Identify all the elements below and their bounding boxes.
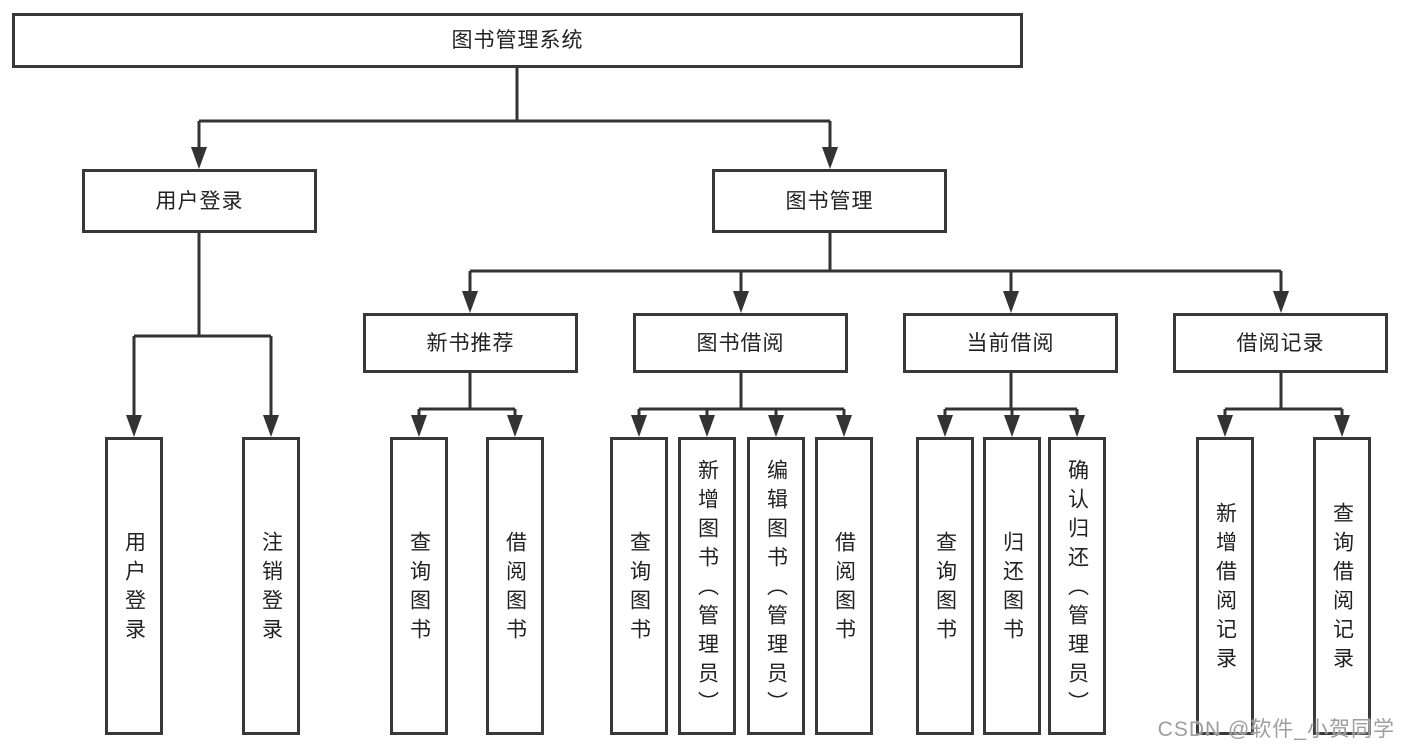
- csdn-watermark: CSDN @软件_小贺同学: [1157, 718, 1395, 741]
- leaf-borrow-books-recommend: 借阅图书: [486, 437, 544, 735]
- connector-root-to-level2: [197, 68, 832, 149]
- arrowhead: [191, 147, 207, 169]
- connector-borrow-records-to-leaves: [1223, 373, 1344, 417]
- leaf-add-books-admin: 新增图书（管理员）: [678, 437, 736, 735]
- arrowhead: [631, 415, 647, 437]
- node-label: 借阅图书: [832, 531, 856, 647]
- arrowhead: [263, 415, 279, 437]
- node-user-login: 用户登录: [82, 169, 317, 233]
- leaf-query-borrow-record: 查询借阅记录: [1313, 437, 1371, 735]
- arrowhead: [1334, 415, 1350, 437]
- arrowhead: [462, 291, 478, 313]
- arrowhead: [1004, 415, 1020, 437]
- node-label: 当前借阅: [966, 331, 1055, 355]
- node-library-management-system: 图书管理系统: [12, 13, 1023, 68]
- arrowhead: [1273, 291, 1289, 313]
- connector-book-borrow-to-leaves: [637, 373, 846, 417]
- arrowhead: [411, 415, 427, 437]
- leaf-add-borrow-record: 新增借阅记录: [1196, 437, 1254, 735]
- node-label: 新书推荐: [426, 331, 515, 355]
- node-book-management: 图书管理: [712, 169, 947, 233]
- connector-user-login-to-leaves: [132, 233, 273, 417]
- connector-new-book-to-leaves: [417, 373, 517, 417]
- node-label: 用户登录: [155, 189, 244, 213]
- arrowhead: [1003, 291, 1019, 313]
- arrowhead: [768, 415, 784, 437]
- leaf-query-books-borrow: 查询图书: [610, 437, 668, 735]
- arrowhead: [937, 415, 953, 437]
- leaf-query-books-recommend: 查询图书: [390, 437, 448, 735]
- node-label: 借阅图书: [503, 531, 527, 647]
- leaf-confirm-return-admin: 确认归还（管理员）: [1048, 437, 1106, 735]
- leaf-query-books-current: 查询图书: [916, 437, 974, 735]
- arrowhead: [822, 147, 838, 169]
- leaf-edit-books-admin: 编辑图书（管理员）: [747, 437, 805, 735]
- arrowhead: [1217, 415, 1233, 437]
- node-label: 确认归还（管理员）: [1065, 458, 1089, 720]
- node-label: 借阅记录: [1236, 331, 1325, 355]
- leaf-borrow-books: 借阅图书: [815, 437, 873, 735]
- arrowhead: [699, 415, 715, 437]
- node-label: 图书管理: [785, 189, 874, 213]
- node-label: 查询图书: [407, 531, 431, 647]
- node-book-borrowing: 图书借阅: [633, 313, 848, 373]
- arrowhead: [733, 291, 749, 313]
- connector-book-management-to-level3: [468, 233, 1283, 293]
- leaf-user-login: 用户登录: [105, 437, 163, 735]
- node-label: 图书借阅: [696, 331, 785, 355]
- arrowhead: [836, 415, 852, 437]
- node-label: 归还图书: [1000, 531, 1024, 647]
- leaf-logout: 注销登录: [242, 437, 300, 735]
- arrowhead: [126, 415, 142, 437]
- arrowhead: [1069, 415, 1085, 437]
- node-label: 新增图书（管理员）: [695, 458, 719, 720]
- node-label: 图书管理系统: [451, 29, 584, 52]
- arrowhead: [507, 415, 523, 437]
- node-label: 编辑图书（管理员）: [764, 458, 788, 720]
- leaf-return-books: 归还图书: [983, 437, 1041, 735]
- node-current-borrowing: 当前借阅: [903, 313, 1118, 373]
- connector-current-borrow-to-leaves: [943, 373, 1079, 417]
- node-label: 查询图书: [933, 531, 957, 647]
- node-borrowing-records: 借阅记录: [1173, 313, 1388, 373]
- node-label: 查询图书: [627, 531, 651, 647]
- node-label: 查询借阅记录: [1330, 502, 1354, 676]
- node-label: 用户登录: [122, 531, 146, 647]
- node-label: 注销登录: [259, 531, 283, 647]
- node-label: 新增借阅记录: [1213, 502, 1237, 676]
- node-new-book-recommendation: 新书推荐: [363, 313, 578, 373]
